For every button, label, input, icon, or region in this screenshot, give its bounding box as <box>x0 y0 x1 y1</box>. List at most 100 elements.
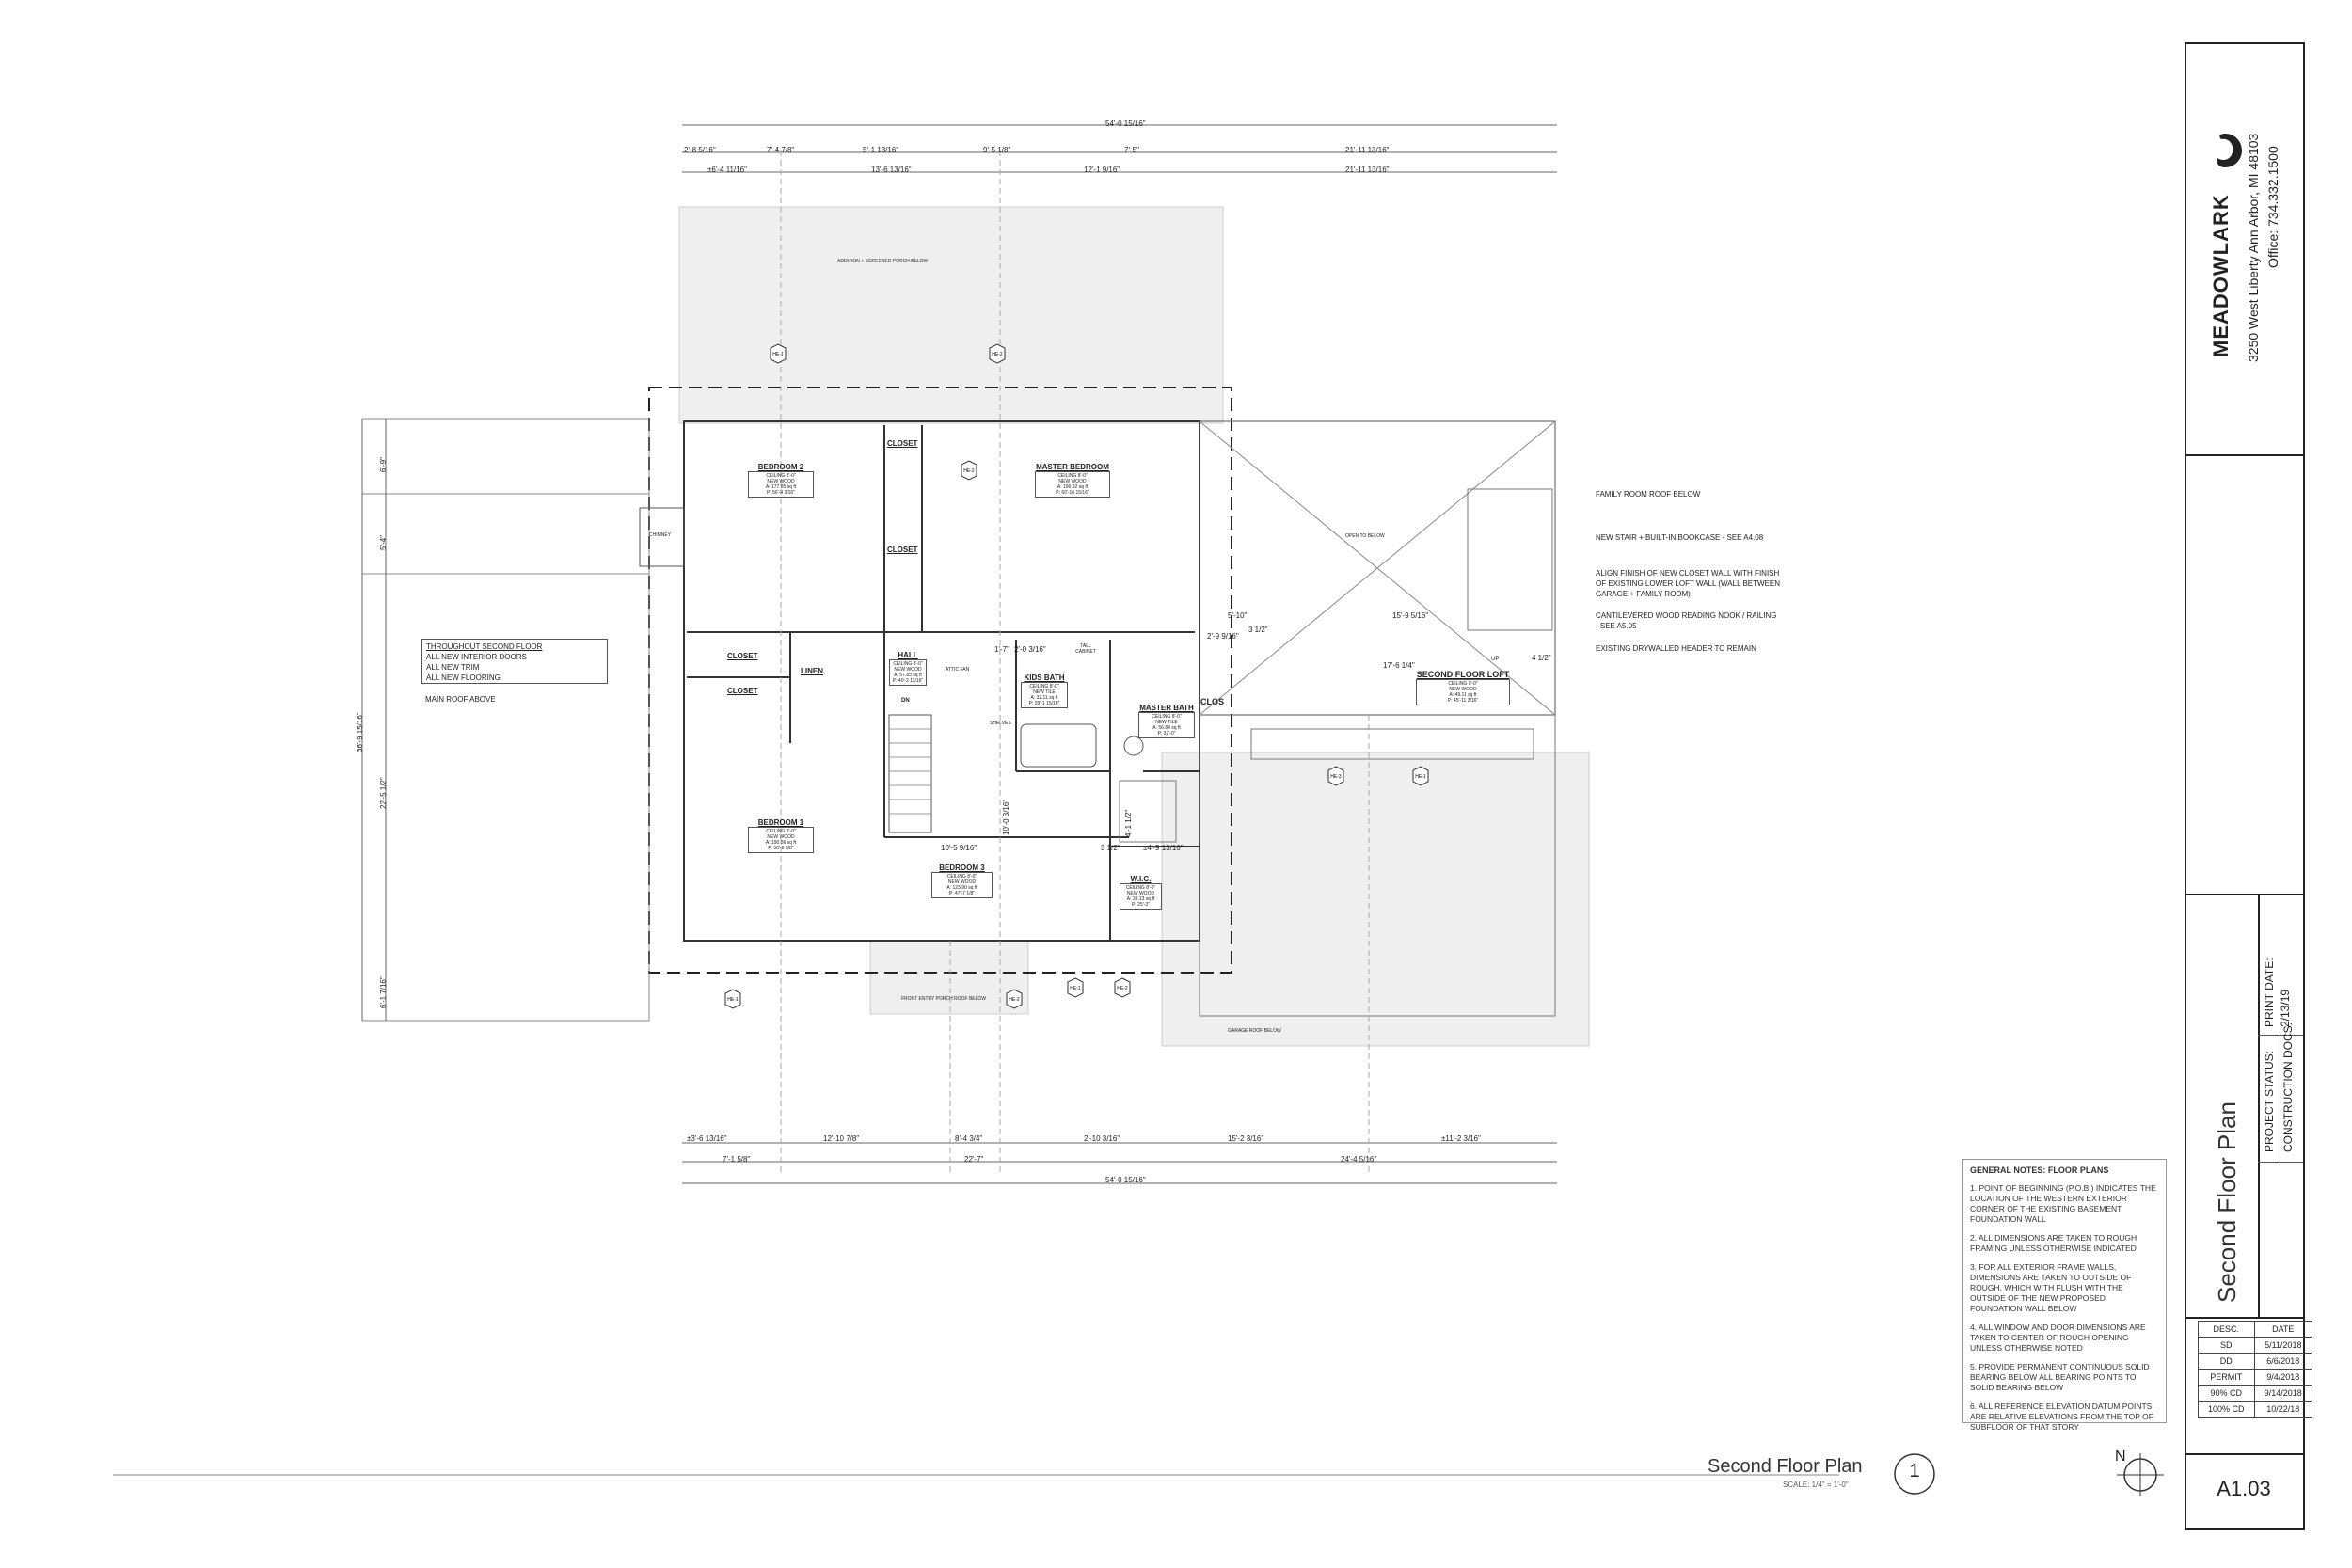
dim-top: 12'-1 9/16" <box>1084 166 1120 174</box>
revision-header: DATE <box>2253 1321 2313 1338</box>
elevation-tag-label: HE-1 <box>1070 986 1081 991</box>
note-line: THROUGHOUT SECOND FLOOR <box>426 642 543 651</box>
firm-name: MEADOWLARK <box>2209 194 2233 357</box>
dim-left: 22'-5 1/2" <box>379 777 388 809</box>
elevation-tag <box>770 343 787 364</box>
dim-interior: 2'-0 3/16" <box>1014 645 1046 654</box>
room-master-bedroom: MASTER BEDROOM CEILING 8'-0" NEW WOOD A:… <box>1035 463 1110 498</box>
elevation-tag <box>1114 977 1131 998</box>
revision-row: DD 6/6/2018 <box>2198 1353 2313 1370</box>
note-line: ALL NEW INTERIOR DOORS <box>426 653 527 661</box>
room-bedroom-2: BEDROOM 2 CEILING 8'-0" NEW WOOD A: 177.… <box>748 463 814 498</box>
room-ceiling: CEILING 8'-0" <box>1125 885 1156 891</box>
tall-cabinet-label: TALL CABINET <box>1075 643 1096 655</box>
room-info: CEILING 8'-0" NEW WOOD A: 196.92 sq ft P… <box>1035 471 1110 498</box>
drywall-callout: EXISTING DRYWALLED HEADER TO REMAIN <box>1596 644 1756 653</box>
title-block-hdivider <box>2258 1162 2303 1163</box>
chimney-label: CHIMNEY <box>649 532 672 538</box>
title-block-divider <box>2185 454 2303 456</box>
revision-desc: 90% CD <box>2198 1385 2255 1402</box>
attic-fan-label: ATTIC FAN <box>946 667 970 673</box>
room-bedroom-3: BEDROOM 3 CEILING 8'-0" NEW WOOD A: 123.… <box>931 863 993 898</box>
dim-interior: 2'-9 9/16" <box>1207 632 1239 641</box>
stair-up-label: UP <box>1491 657 1500 662</box>
room-finish: NEW WOOD <box>767 834 795 840</box>
room-name: HALL <box>898 651 918 659</box>
revision-date: 9/14/2018 <box>2253 1385 2313 1402</box>
room-ceiling: CEILING 0'-0" <box>1448 681 1478 687</box>
dim-left: 6'-1 7/16" <box>379 976 388 1008</box>
note-line: ALL NEW FLOORING <box>426 673 501 682</box>
general-note-item: 1. POINT OF BEGINNING (P.O.B.) INDICATES… <box>1970 1183 2156 1224</box>
room-area: A: 196.92 sq ft <box>1057 484 1089 490</box>
dim-bottom: 24'-4 5/16" <box>1341 1155 1377 1164</box>
room-name: BEDROOM 2 <box>757 463 804 471</box>
revision-row: PERMIT 9/4/2018 <box>2198 1369 2313 1386</box>
room-second-floor-loft: SECOND FLOOR LOFT CEILING 0'-0" NEW WOOD… <box>1416 670 1510 705</box>
dim-interior: 15'-9 5/16" <box>1392 611 1429 620</box>
room-perimeter: P: 29'-1 15/16" <box>1028 701 1060 706</box>
print-date-label: PRINT DATE: <box>2263 958 2276 1027</box>
dim-top-total: 54'-0 15/16" <box>1105 119 1146 128</box>
print-date: 2/13/19 <box>2279 989 2292 1027</box>
stair-dn-label: DN <box>901 698 910 704</box>
general-note-item: 6. ALL REFERENCE ELEVATION DATUM POINTS … <box>1970 1402 2153 1432</box>
room-info: CEILING 8'-0" NEW WOOD A: 190.36 sq ft P… <box>748 827 814 853</box>
revision-date: 10/22/18 <box>2253 1401 2313 1418</box>
dim-bottom-total: 54'-0 15/16" <box>1105 1176 1146 1184</box>
closet-label-2: CLOSET <box>887 546 918 554</box>
dim-bottom: 15'-2 3/16" <box>1228 1134 1264 1143</box>
front-porch-label: FRONT ENTRY PORCH ROOF BELOW <box>901 996 987 1002</box>
front-porch-roof-area <box>869 940 1029 1015</box>
general-note-item: 4. ALL WINDOW AND DOOR DIMENSIONS ARE TA… <box>1970 1323 2146 1353</box>
dim-interior: 3 1/2" <box>1101 844 1120 852</box>
title-block-divider <box>2185 1453 2303 1455</box>
elevation-tag-label: HE-3 <box>1330 774 1342 780</box>
elevation-tag <box>1006 989 1023 1009</box>
room-perimeter: P: 25'-3" <box>1132 902 1150 908</box>
general-note-item: 3. FOR ALL EXTERIOR FRAME WALLS, DIMENSI… <box>1970 1262 2132 1313</box>
room-finish: NEW WOOD <box>947 879 977 885</box>
cantilever-callout: CANTILEVERED WOOD READING NOOK / RAILING… <box>1596 610 1776 631</box>
revision-desc: 100% CD <box>2198 1401 2255 1418</box>
garage-roof-label: GARAGE ROOF BELOW <box>1228 1028 1281 1034</box>
room-bedroom-1: BEDROOM 1 CEILING 8'-0" NEW WOOD A: 190.… <box>748 818 814 853</box>
room-name: KIDS BATH <box>1024 673 1065 682</box>
room-wic: W.I.C. CEILING 8'-0" NEW WOOD A: 39.13 s… <box>1120 875 1162 910</box>
addition-porch-label: ADDITION + SCREENED PORCH BELOW <box>837 259 929 264</box>
open-below-label: OPEN TO BELOW <box>1345 533 1385 539</box>
dim-top: 7'-4 7/8" <box>767 146 795 154</box>
shelves-label: SHELVES <box>990 721 1011 726</box>
room-ceiling: CEILING 8'-0" <box>766 473 796 479</box>
closet-label-3: CLOSET <box>727 652 758 660</box>
room-info: CEILING 0'-0" NEW WOOD A: 49.11 sq ft P:… <box>1416 679 1510 705</box>
callout-line: OF EXISTING LOWER LOFT WALL (WALL BETWEE… <box>1596 579 1781 588</box>
dim-interior: 17'-6 1/4" <box>1383 661 1415 670</box>
room-master-bath: MASTER BATH CEILING 8'-0" NEW TILE A: 56… <box>1138 704 1195 738</box>
revision-header-row: DESC. DATE <box>2198 1321 2313 1338</box>
dim-bottom: 7'-1 5/8" <box>723 1155 751 1164</box>
room-name: MASTER BATH <box>1139 704 1194 712</box>
callout-line: CANTILEVERED WOOD READING NOOK / RAILING <box>1596 611 1777 620</box>
room-area: A: 32.11 sq ft <box>1030 695 1058 701</box>
room-ceiling: CEILING 8'-0" <box>946 874 977 879</box>
dim-left-total: 36'-9 15/16" <box>356 712 364 752</box>
room-finish: NEW WOOD <box>1126 891 1155 896</box>
sheet-title: Second Floor Plan <box>2213 1101 2241 1303</box>
closet-label-1: CLOSET <box>887 439 918 448</box>
general-note-item: 2. ALL DIMENSIONS ARE TAKEN TO ROUGH FRA… <box>1970 1233 2137 1253</box>
drawing-title: Second Floor Plan <box>1708 1456 1863 1477</box>
status-label: PROJECT STATUS: <box>2263 1050 2276 1152</box>
room-info: CEILING 8'-0" NEW TILE A: 56.84 sq ft P:… <box>1138 712 1195 738</box>
callout-line: - SEE A5.05 <box>1596 622 1637 630</box>
closet-label-4: CLOSET <box>727 687 758 695</box>
room-finish: NEW WOOD <box>767 479 795 484</box>
title-block-divider <box>2185 894 2303 895</box>
clos-label: CLOS <box>1200 697 1225 706</box>
room-perimeter: P: 40'-2 11/16" <box>892 678 924 684</box>
revision-desc: PERMIT <box>2198 1369 2255 1386</box>
main-roof-callout: MAIN ROOF ABOVE <box>425 695 496 704</box>
elevation-tag <box>961 460 977 481</box>
callout-line: GARAGE + FAMILY ROOM) <box>1596 590 1691 598</box>
elevation-tag-label: HE-1 <box>1415 774 1426 780</box>
